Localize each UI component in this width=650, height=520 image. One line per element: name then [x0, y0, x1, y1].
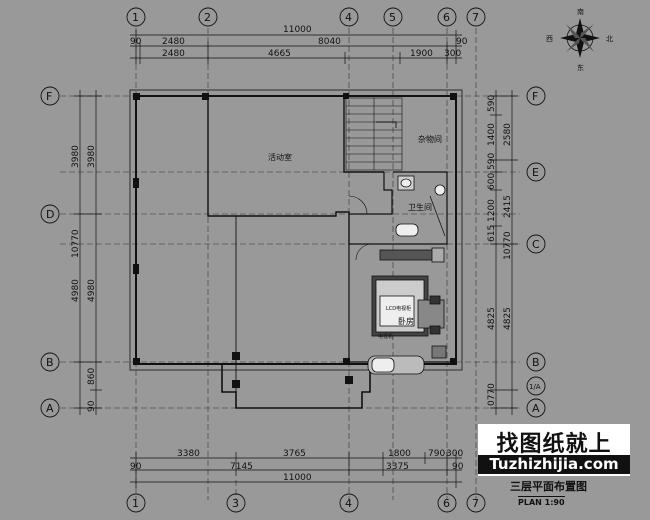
structural-columns — [133, 93, 457, 388]
stair — [345, 97, 403, 171]
axis-bottom-6: 6 — [443, 497, 450, 510]
left-dim-inner-c: 860 — [87, 368, 97, 385]
axis-bottom-1: 1 — [132, 497, 139, 510]
axis-bubbles-bottom — [126, 493, 486, 513]
right-dim-outer-a: 2580 — [503, 123, 513, 146]
axis-top-1: 1 — [132, 11, 139, 24]
top-dim-r2-a: 90 — [130, 37, 142, 47]
watermark-badge: 找图纸就上 Tuzhizhijia.com — [478, 424, 630, 476]
axis-right-a: A — [532, 402, 540, 415]
axis-bubbles-top — [126, 7, 486, 27]
compass-west-label: 西 — [546, 35, 553, 43]
right-dim-inner-c: 600 — [487, 173, 497, 190]
right-dim-inner-b: 1400 — [487, 123, 497, 146]
top-dim-r3-b: 4665 — [268, 49, 291, 59]
room-label-activity: 活动室 — [268, 152, 292, 162]
bottom-dim-r1-e: 300 — [446, 449, 463, 459]
left-dim-outer-b: 10770 — [71, 229, 81, 258]
bottom-dimension-lines — [130, 452, 462, 488]
bedroom-furniture — [367, 247, 447, 375]
axis-right-e: E — [532, 166, 539, 179]
right-dim-inner-h: 0770 — [487, 383, 497, 406]
label-tv-cabinet: LCD电视柜 — [386, 305, 411, 312]
right-dim-inner-f: 615 — [487, 225, 497, 242]
right-dim-outer-c: 10770 — [503, 231, 513, 260]
compass-rose — [560, 18, 600, 58]
left-dimension-lines — [74, 90, 102, 415]
bottom-dim-r2-b: 7145 — [230, 462, 253, 472]
bathroom-fixtures — [395, 175, 446, 237]
label-tv: 电视机 — [378, 333, 393, 340]
bottom-dim-r1-b: 3765 — [283, 449, 306, 459]
bottom-dim-r1-c: 1800 — [388, 449, 411, 459]
axis-left-a: A — [46, 402, 54, 415]
right-dimension-lines — [490, 90, 518, 415]
right-dim-inner-e: 1200 — [487, 199, 497, 222]
top-dim-r2-d: 90 — [456, 37, 468, 47]
doors — [348, 195, 373, 261]
room-label-bedroom: 卧房 — [398, 316, 414, 326]
top-dim-total: 11000 — [283, 25, 312, 35]
axis-right-f: F — [532, 90, 538, 103]
top-dimension-lines — [130, 30, 462, 64]
axis-bubbles-left — [40, 86, 60, 418]
axis-left-d: D — [46, 208, 54, 221]
bottom-dim-total: 11000 — [283, 473, 312, 483]
axis-bottom-7: 7 — [472, 497, 479, 510]
axis-top-2: 2 — [204, 11, 211, 24]
right-dim-outer-b: 2415 — [503, 195, 513, 218]
top-dim-r3-d: 300 — [444, 49, 461, 59]
room-label-bath: 卫生间 — [408, 202, 432, 212]
room-label-storage: 杂物间 — [418, 134, 442, 144]
right-dim-inner-g: 4825 — [487, 307, 497, 330]
bottom-dim-r2-a: 90 — [130, 462, 142, 472]
axis-left-b: B — [46, 356, 54, 369]
right-dim-inner-a: 590 — [487, 95, 497, 112]
building-walls — [129, 89, 463, 409]
watermark-cn-text: 找图纸就上 — [496, 432, 612, 457]
compass-north-label: 北 — [606, 35, 613, 43]
left-dim-inner-b: 4980 — [87, 279, 97, 302]
left-dim-inner-a: 3980 — [87, 145, 97, 168]
bottom-dim-r1-d: 790 — [428, 449, 445, 459]
axis-right-c: C — [532, 238, 540, 251]
axis-top-7: 7 — [472, 11, 479, 24]
top-dim-r3-a: 2480 — [162, 49, 185, 59]
axis-top-5: 5 — [389, 11, 396, 24]
axis-top-4: 4 — [345, 11, 352, 24]
axis-left-f: F — [46, 90, 52, 103]
plan-title: 三层平面布置图 — [510, 480, 587, 493]
compass-east-label: 东 — [577, 63, 584, 72]
axis-bottom-3: 3 — [232, 497, 239, 510]
axis-top-6: 6 — [443, 11, 450, 24]
axis-bubbles-right — [526, 86, 546, 418]
left-dim-outer-c: 4980 — [71, 279, 81, 302]
compass-south-label: 南 — [577, 7, 584, 16]
plan-scale: PLAN 1:90 — [518, 496, 565, 507]
left-dim-outer-a: 3980 — [71, 145, 81, 168]
top-dim-r2-c: 8040 — [318, 37, 341, 47]
top-dim-r2-b: 2480 — [162, 37, 185, 47]
right-dim-inner-d: 590 — [487, 153, 497, 170]
top-dim-r3-c: 1900 — [410, 49, 433, 59]
axis-bottom-4: 4 — [345, 497, 352, 510]
axis-right-b: B — [532, 356, 540, 369]
watermark-url-text: Tuzhizhijia.com — [478, 455, 630, 474]
right-dim-outer-d: 4825 — [503, 307, 513, 330]
left-dim-inner-d: 90 — [87, 400, 97, 412]
bottom-dim-r2-c: 3375 — [386, 462, 409, 472]
bottom-dim-r2-d: 90 — [452, 462, 464, 472]
axis-right-1a: 1/A — [529, 383, 541, 391]
bottom-dim-r1-a: 3380 — [177, 449, 200, 459]
